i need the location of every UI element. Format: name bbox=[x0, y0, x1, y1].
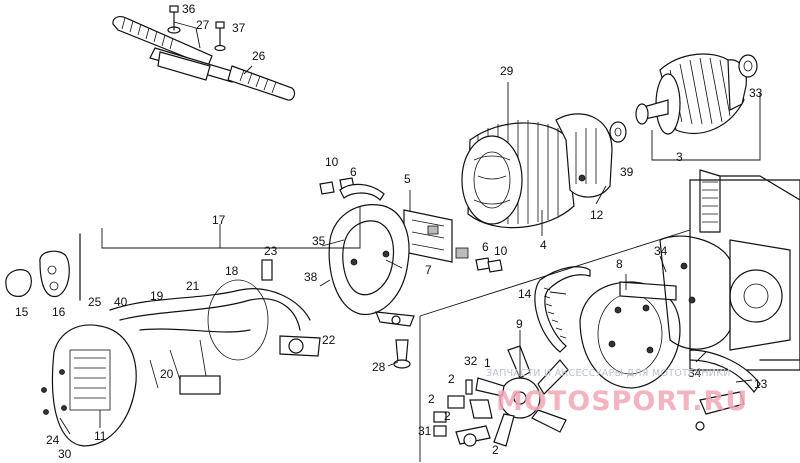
callout-20: 20 bbox=[160, 367, 174, 381]
rear-housing bbox=[41, 324, 137, 447]
callout-32: 32 bbox=[464, 354, 478, 368]
callout-39: 39 bbox=[620, 165, 634, 179]
callout-28: 28 bbox=[372, 360, 386, 374]
band-clamp bbox=[689, 349, 761, 431]
callout-27: 27 bbox=[196, 18, 210, 32]
callout-2-c: 2 bbox=[444, 409, 451, 423]
callout-7: 7 bbox=[425, 263, 432, 277]
callout-10-right: 10 bbox=[494, 244, 508, 258]
callout-11: 11 bbox=[94, 429, 107, 443]
callout-17: 17 bbox=[212, 213, 226, 227]
callout-9: 9 bbox=[516, 317, 523, 331]
callout-35: 35 bbox=[312, 234, 326, 248]
armature-assembly bbox=[635, 53, 761, 161]
callout-1: 1 bbox=[484, 356, 491, 370]
callout-30: 30 bbox=[58, 447, 72, 461]
watermark: ЗАПЧАСТИ И АКСЕССУАРЫ ДЛЯ МОТОТЕХНИКИ МО… bbox=[486, 368, 748, 417]
callout-38: 38 bbox=[304, 270, 318, 284]
callout-31: 31 bbox=[418, 424, 432, 438]
housing-cover bbox=[579, 281, 681, 389]
fastener-parts bbox=[393, 339, 493, 447]
brush-bracket bbox=[328, 204, 415, 327]
callout-6-right: 6 bbox=[482, 240, 489, 254]
callout-36: 36 bbox=[182, 2, 196, 16]
callout-3: 3 bbox=[676, 150, 683, 164]
callout-6-top: 6 bbox=[350, 165, 357, 179]
callout-15: 15 bbox=[15, 305, 29, 319]
callout-40: 40 bbox=[114, 295, 128, 309]
watermark-brand: МОТОSPORT.RU bbox=[496, 386, 748, 417]
callout-19: 19 bbox=[150, 289, 164, 303]
cover-band bbox=[534, 266, 591, 353]
cooling-fan bbox=[475, 345, 569, 447]
engine-block bbox=[659, 169, 800, 371]
callout-10-top: 10 bbox=[325, 155, 339, 169]
callout-34-bottom: 34 bbox=[688, 366, 702, 380]
callout-5: 5 bbox=[404, 172, 411, 186]
callout-26: 26 bbox=[252, 49, 266, 63]
callout-2-a: 2 bbox=[448, 372, 455, 386]
callout-8: 8 bbox=[616, 257, 623, 271]
callout-21: 21 bbox=[186, 279, 200, 293]
callout-22: 22 bbox=[322, 333, 336, 347]
callout-34-top: 34 bbox=[654, 244, 668, 258]
handle-assembly bbox=[112, 5, 296, 101]
end-frame bbox=[555, 113, 627, 198]
callout-labels: 36 27 37 26 29 33 3 39 10 6 5 6 10 4 12 … bbox=[15, 2, 768, 461]
callout-12: 12 bbox=[590, 208, 604, 222]
callout-13: 13 bbox=[754, 377, 768, 391]
callout-16: 16 bbox=[52, 305, 66, 319]
callout-33: 33 bbox=[749, 86, 763, 100]
callout-25: 25 bbox=[88, 295, 102, 309]
field-coil-assembly bbox=[461, 120, 575, 229]
callout-4: 4 bbox=[540, 238, 547, 252]
callout-14: 14 bbox=[518, 287, 532, 301]
callout-18: 18 bbox=[225, 264, 239, 278]
callout-29: 29 bbox=[500, 64, 514, 78]
callout-37: 37 bbox=[232, 21, 246, 35]
terminal-blocks bbox=[5, 233, 81, 301]
callout-2-d: 2 bbox=[492, 443, 499, 457]
leader-lines bbox=[59, 21, 753, 462]
wiring-harness bbox=[109, 259, 321, 395]
callout-2-b: 2 bbox=[428, 392, 435, 406]
callout-23: 23 bbox=[264, 244, 278, 258]
brush-holder-plate bbox=[319, 177, 503, 273]
callout-24: 24 bbox=[46, 433, 60, 447]
watermark-tagline: ЗАПЧАСТИ И АКСЕССУАРЫ ДЛЯ МОТОТЕХНИКИ bbox=[486, 368, 731, 379]
